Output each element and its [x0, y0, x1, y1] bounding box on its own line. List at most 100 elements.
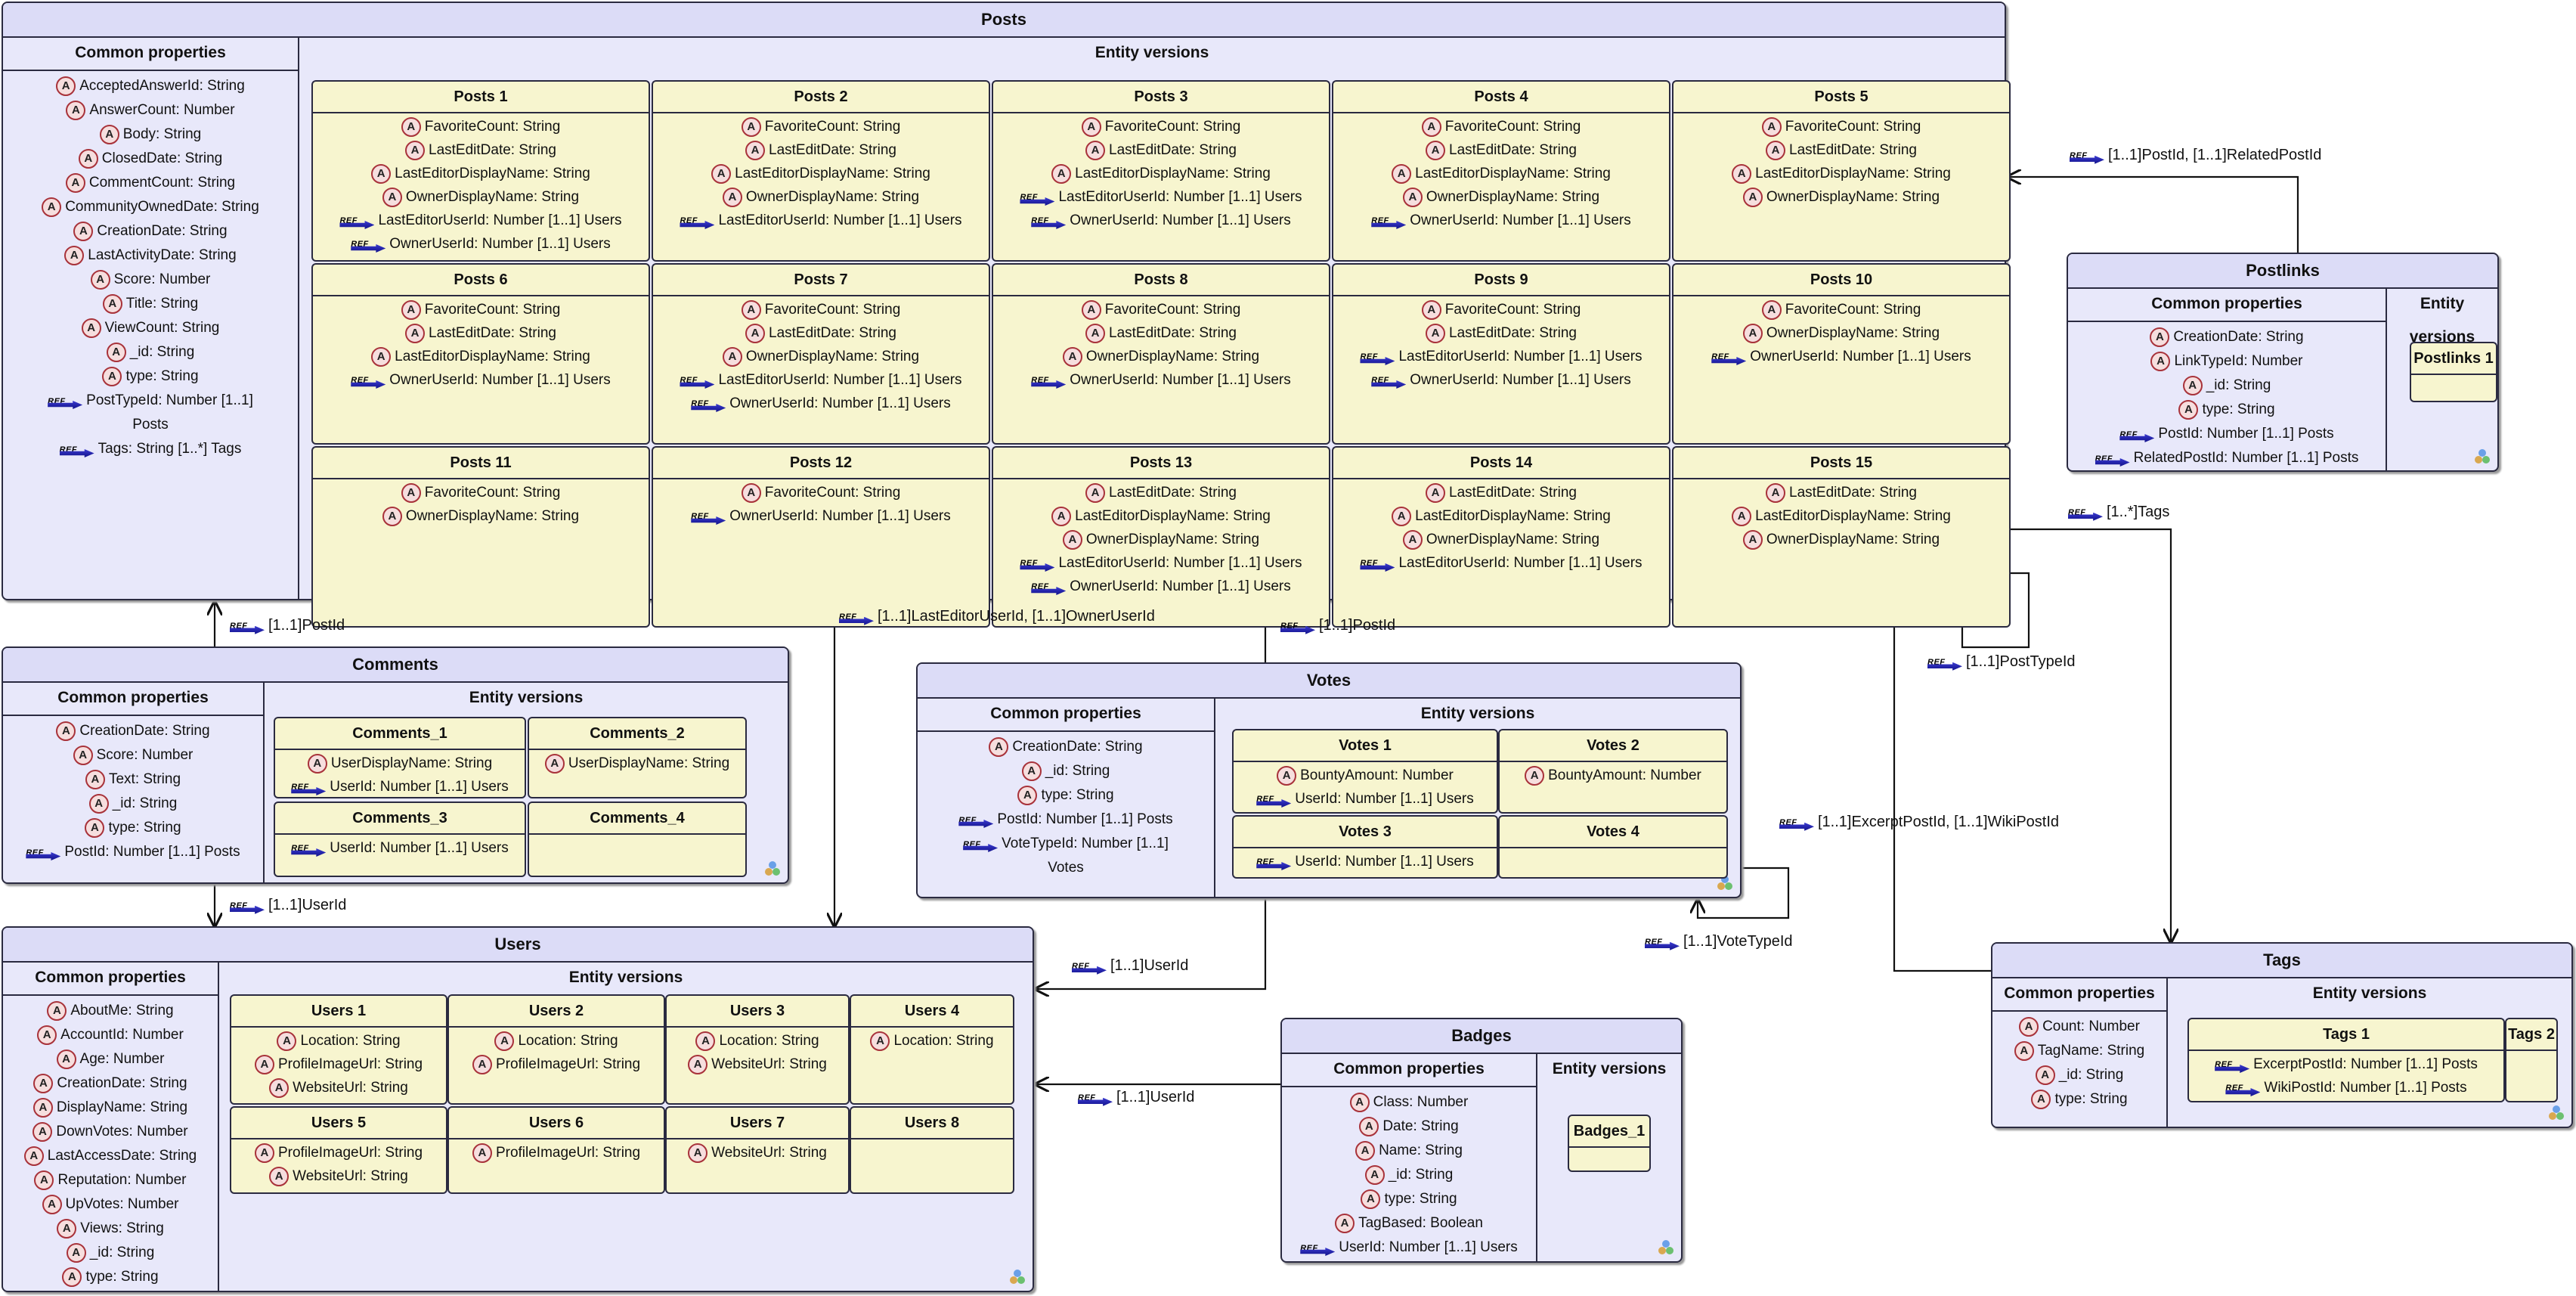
entity-version-comments[interactable]: Comments_4	[528, 801, 747, 877]
group-icon[interactable]	[1010, 1270, 1025, 1285]
relationship-line[interactable]	[1036, 898, 1267, 989]
relationship-line[interactable]	[1894, 602, 1991, 972]
entity-version-postlinks[interactable]: Postlinks 1	[2410, 342, 2497, 402]
attribute-icon: A	[102, 366, 122, 386]
entity-version-title: Comments_4	[529, 803, 745, 835]
entity-version-tags[interactable]: Tags 2	[2505, 1018, 2558, 1102]
relationship-line[interactable]	[2008, 177, 2299, 253]
relationship-line[interactable]	[2008, 528, 2171, 942]
attribute: A_id: String	[918, 759, 1214, 783]
entity-version-properties	[2506, 1051, 2556, 1053]
group-icon[interactable]	[1658, 1240, 1673, 1255]
attribute-icon: A	[1051, 506, 1072, 526]
group-icon[interactable]	[1717, 876, 1732, 891]
attribute-icon: A	[42, 197, 62, 217]
property-text: CreationDate: String	[57, 1075, 187, 1091]
entity-versions-panel: Entity versions	[219, 961, 1033, 1291]
attribute-icon: A	[1085, 482, 1105, 503]
group-icon[interactable]	[765, 861, 780, 876]
entity-versions-panel: Entity versions	[1537, 1053, 1681, 1261]
entity-version-title: Badges_1	[1569, 1116, 1649, 1148]
property-text: OwnerDisplayName: String	[1766, 532, 1940, 547]
property-text: type: String	[2054, 1091, 2128, 1107]
entity-versions-title: Entity versions	[1420, 705, 1535, 722]
property-text: DisplayName: String	[56, 1099, 188, 1115]
entity-title: Badges	[1282, 1019, 1681, 1054]
property-text: LastEditorDisplayName: String	[1755, 508, 1951, 524]
attribute-icon: A	[56, 721, 76, 741]
entity-version-title: Posts 12	[653, 448, 989, 479]
group-icon[interactable]	[2549, 1105, 2564, 1121]
attribute-icon: A	[2150, 327, 2170, 347]
property-text: FavoriteCount: String	[424, 119, 561, 135]
entity-version-title: Posts 1	[313, 82, 649, 113]
property-text: _id: String	[2206, 377, 2271, 393]
entity-version-users[interactable]: Users 8	[850, 1106, 1014, 1194]
property-text: PostTypeId: Number [1..1]	[86, 392, 253, 408]
entity-version-badges[interactable]: Badges_1	[1568, 1115, 1651, 1172]
relationship-line[interactable]	[1962, 572, 2030, 649]
group-icon[interactable]	[2475, 449, 2490, 464]
relationship-label-text: [1..1]UserId	[1110, 957, 1189, 974]
property-text: CommunityOwnedDate: String	[65, 199, 259, 215]
entity-version-votes[interactable]: Votes 4	[1498, 815, 1728, 879]
attribute-icon: A	[688, 1054, 708, 1074]
attribute-icon: A	[1421, 116, 1441, 137]
reference-arrow-icon: REF	[1031, 371, 1067, 390]
attribute-icon: A	[1085, 140, 1105, 160]
reference-arrow-icon: REF	[1779, 813, 1814, 832]
common-properties-title: Common properties	[2068, 287, 2386, 322]
property-text: Date: String	[1382, 1118, 1459, 1134]
relationship-line[interactable]	[1698, 867, 1790, 919]
attribute-icon: A	[1402, 529, 1423, 550]
attribute-icon: A	[1761, 116, 1782, 137]
attribute-icon: A	[472, 1143, 492, 1163]
entity-version-title: Posts 9	[1333, 265, 1669, 296]
relationship-label-text: [1..*]Tags	[2107, 504, 2170, 520]
attribute-icon: A	[34, 1170, 54, 1190]
